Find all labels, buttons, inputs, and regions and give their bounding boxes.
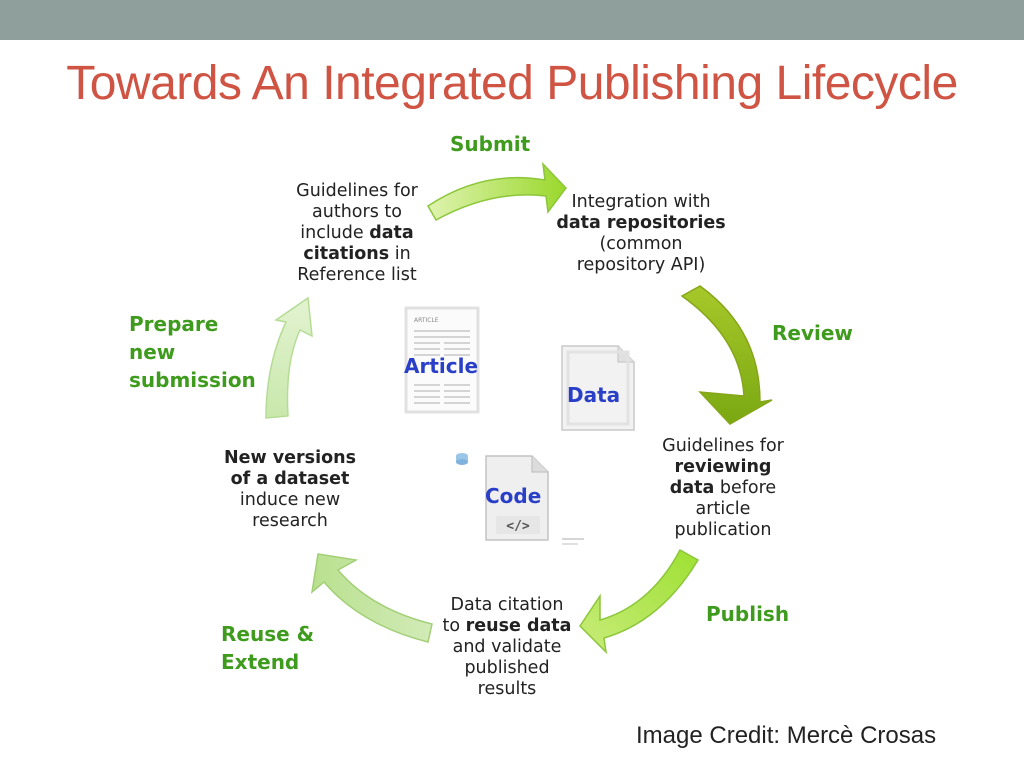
box-text-line: publication bbox=[674, 520, 772, 540]
reuse-arrow bbox=[310, 553, 433, 643]
box-text-line: Data citation bbox=[450, 595, 564, 615]
review-arrow bbox=[680, 285, 773, 425]
box-text-line: research bbox=[252, 511, 328, 531]
box-text-bold: data repositories bbox=[556, 213, 726, 233]
box-text-line: New versions bbox=[214, 448, 366, 469]
prepare-arrow bbox=[265, 296, 313, 419]
stage-prepare-line-2: new bbox=[129, 340, 176, 364]
center-code-label: Code bbox=[485, 484, 542, 508]
stage-prepare-line-3: submission bbox=[129, 368, 256, 392]
box-text-line: induce new bbox=[239, 490, 341, 510]
stage-reuse-extend: Reuse & Extend bbox=[221, 620, 314, 676]
box-text-line: published bbox=[464, 658, 550, 678]
box-text-line: (common bbox=[599, 234, 683, 254]
box-text-bold: reviewing bbox=[674, 457, 772, 477]
submit-arrow bbox=[427, 161, 567, 222]
box-text-line: citations in bbox=[282, 244, 432, 265]
box-text-line: data repositories bbox=[556, 213, 726, 234]
box-text-bold: citations bbox=[303, 244, 390, 264]
box-text-line: Guidelines for bbox=[296, 181, 418, 201]
top-banner bbox=[0, 0, 1024, 40]
box-guidelines-authors: Guidelines for authors to include data c… bbox=[282, 181, 432, 286]
article-document-icon: ARTICLE bbox=[404, 306, 480, 414]
box-text-bold: of a dataset bbox=[230, 469, 350, 489]
code-file-icon: </> bbox=[485, 455, 549, 541]
box-text-line: include data bbox=[282, 223, 432, 244]
box-text-line: of a dataset bbox=[214, 469, 366, 490]
stage-submit-label: Submit bbox=[450, 132, 531, 156]
box-text-line: results bbox=[477, 679, 537, 699]
stage-reuse-line-2: Extend bbox=[221, 650, 300, 674]
box-text-bold: data bbox=[369, 223, 414, 243]
box-text-line: authors to bbox=[312, 202, 402, 222]
image-credit: Image Credit: Mercè Crosas bbox=[636, 722, 937, 749]
box-text-line: Integration with bbox=[571, 192, 711, 212]
box-text-line: and validate bbox=[452, 637, 562, 657]
center-data-label: Data bbox=[567, 383, 621, 407]
box-text-span: to bbox=[442, 616, 466, 636]
box-text-line: reviewing bbox=[646, 457, 800, 478]
box-integration: Integration with data repositories (comm… bbox=[556, 192, 726, 276]
stage-review-label: Review bbox=[772, 321, 853, 345]
stage-reuse-line-1: Reuse & bbox=[221, 622, 315, 646]
stage-prepare-line-1: Prepare bbox=[129, 312, 219, 336]
slide-title: Towards An Integrated Publishing Lifecyc… bbox=[66, 57, 958, 110]
db-small-icon bbox=[456, 453, 468, 465]
caption-small-icon bbox=[562, 538, 584, 545]
box-text-span: before bbox=[714, 478, 777, 498]
stage-publish-label: Publish bbox=[706, 602, 790, 626]
box-text-bold: data bbox=[669, 478, 715, 498]
box-text-line: to reuse data bbox=[432, 616, 582, 637]
stage-publish: Publish bbox=[706, 600, 789, 628]
box-text-line: Guidelines for bbox=[662, 436, 784, 456]
box-text-bold: New versions bbox=[224, 448, 356, 468]
box-guidelines-reviewing: Guidelines for reviewing data before art… bbox=[646, 436, 800, 541]
publish-arrow bbox=[579, 548, 700, 655]
article-header-text: ARTICLE bbox=[414, 317, 439, 324]
box-new-versions: New versions of a dataset induce new res… bbox=[214, 448, 366, 532]
box-text-line: data before bbox=[646, 478, 800, 499]
stage-submit: Submit bbox=[450, 130, 530, 158]
stage-review: Review bbox=[772, 319, 853, 347]
box-text-line: article bbox=[695, 499, 751, 519]
box-text-bold: reuse data bbox=[465, 616, 572, 636]
box-text-span: in bbox=[389, 244, 411, 264]
box-data-citation: Data citation to reuse data and validate… bbox=[432, 595, 582, 700]
box-text-line: repository API) bbox=[576, 255, 706, 275]
stage-prepare: Prepare new submission bbox=[129, 310, 256, 394]
code-glyph: </> bbox=[506, 519, 530, 534]
box-text-line: Reference list bbox=[297, 265, 417, 285]
center-article-label: Article bbox=[404, 354, 479, 378]
data-file-icon bbox=[561, 345, 635, 431]
box-text-span: include bbox=[300, 223, 370, 243]
